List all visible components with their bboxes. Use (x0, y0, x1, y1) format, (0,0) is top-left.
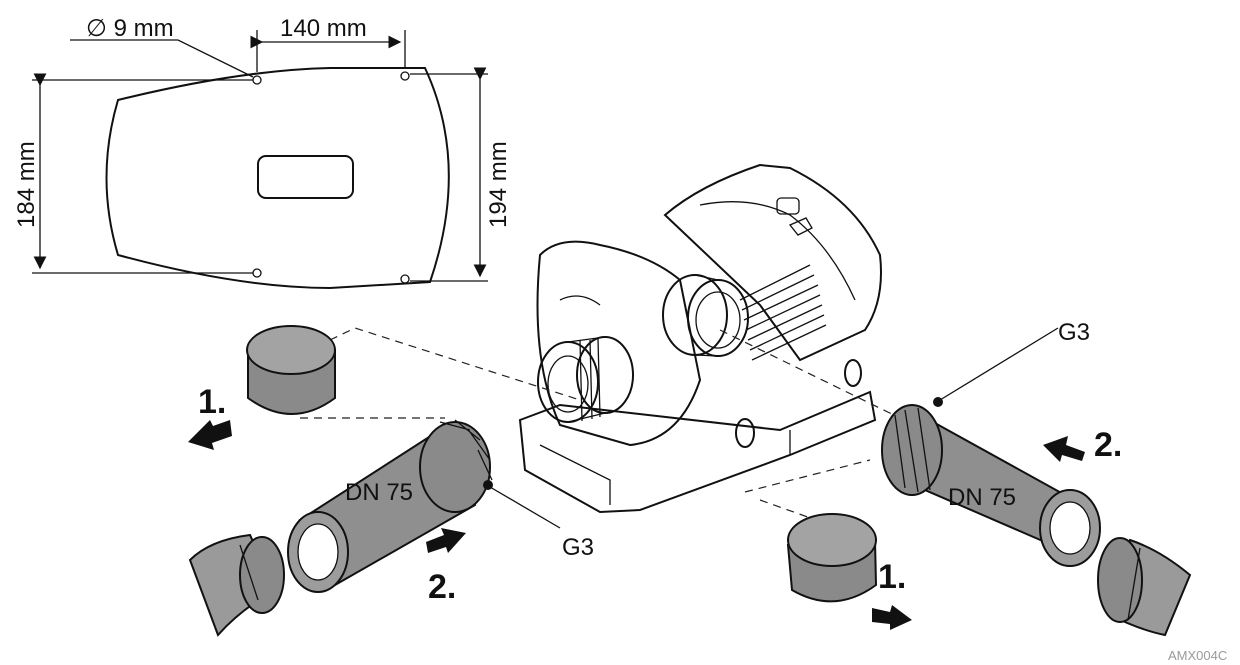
cap-left (246, 325, 336, 415)
pump-inlet-top (662, 274, 749, 357)
plate-height-right-label: 194 mm (485, 141, 512, 228)
base-foot-hole (844, 359, 862, 387)
hole-spacing-label: 140 mm (280, 15, 367, 42)
mount-hole (400, 274, 410, 284)
mount-hole (252, 75, 262, 85)
step-attach-pipe-right: 2. (1094, 426, 1122, 464)
pipe-right-label: DN 75 (948, 484, 1016, 511)
mounting-plate (105, 67, 450, 290)
thread-left-label: G3 (562, 534, 594, 561)
step-remove-cap-left: 1. (198, 383, 226, 421)
step-attach-pipe-left: 2. (428, 568, 456, 606)
pipe-left (287, 419, 493, 593)
pump-body (518, 163, 882, 514)
hole-diameter-label: ∅ 9 mm (86, 15, 174, 42)
arrow-remove-cap-right (872, 605, 912, 630)
mount-hole (400, 71, 410, 81)
hose-left (188, 533, 285, 637)
arrow-remove-cap-left (188, 420, 232, 450)
plate-window (257, 155, 354, 199)
mount-hole (252, 268, 262, 278)
step-remove-cap-right: 1. (878, 558, 906, 596)
thread-right-label: G3 (1058, 319, 1090, 346)
figure-code: AMX004C (1168, 648, 1227, 663)
pipe-left-label: DN 75 (345, 479, 413, 506)
plate-height-left-label: 184 mm (13, 141, 40, 228)
dimension-lines (32, 30, 488, 282)
base-foot-hole (735, 418, 755, 448)
arrow-attach-pipe-left (426, 528, 466, 553)
pump-outlet-left (537, 336, 634, 423)
hose-right (1097, 537, 1192, 637)
cap-right (786, 513, 878, 603)
cooling-fins (739, 264, 827, 361)
pipe-right (881, 397, 1101, 567)
arrow-attach-pipe-right (1043, 436, 1085, 462)
